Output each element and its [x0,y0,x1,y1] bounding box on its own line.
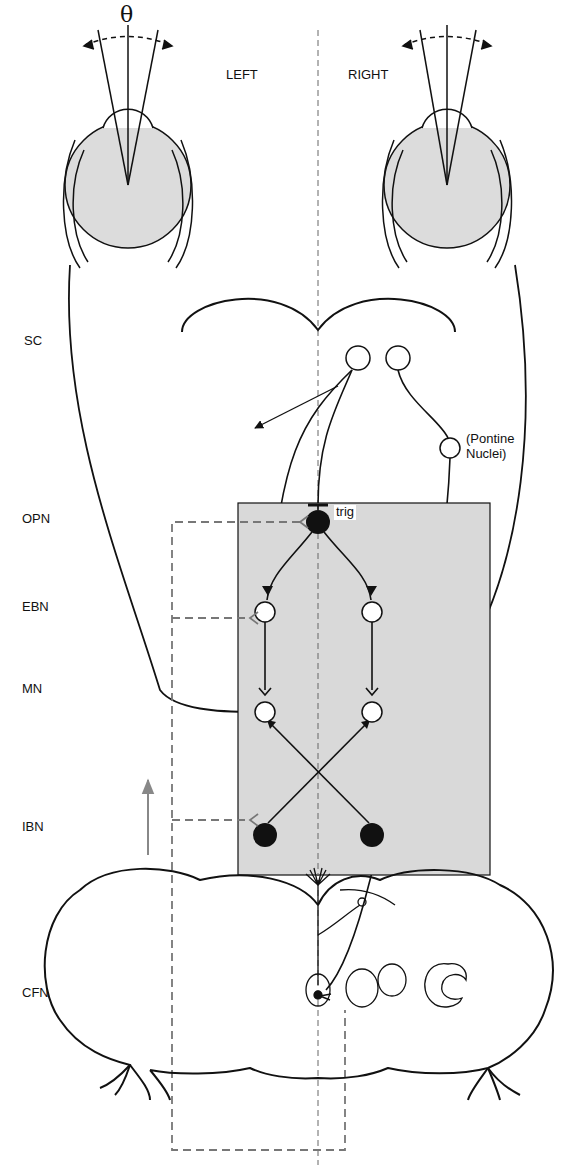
opn-projections [267,532,371,600]
mn-neuron [255,702,275,722]
purkinje-cell [306,868,466,1007]
sc-neuron [346,346,370,370]
oculomotor-nerve-left [69,265,255,712]
flow-arrow [147,780,149,855]
signal-label: trig [334,505,356,520]
angle-symbol: θ [120,2,133,27]
cfn-output-dashed [172,522,345,1150]
side-label: RIGHT [348,68,388,83]
cerebellum-outline [45,869,553,1100]
region-label: CFN [22,986,49,1001]
right-eye [383,25,512,268]
region-label: IBN [22,820,44,835]
pontine-neuron [440,438,460,458]
opn-neuron [306,510,330,534]
ibn-neuron [253,823,277,847]
region-label: (Pontine Nuclei) [466,432,530,462]
sc-neuron [386,346,410,370]
brainstem-box [238,503,490,875]
region-label: EBN [22,600,49,615]
ebn-to-mn [259,622,378,695]
ibn-to-mn [268,722,369,823]
sc-axon-pontine [398,370,448,438]
superior-colliculus [182,299,455,332]
ebn-neuron [362,602,382,622]
dashed-terminals [250,516,308,826]
left-eye [64,25,193,268]
region-label: SC [24,334,42,349]
direction-arrow [255,386,338,428]
mn-neuron [362,702,382,722]
side-label: LEFT [226,68,258,83]
sc-axon-opn [318,370,352,505]
region-label: OPN [22,512,50,527]
region-label: MN [22,682,42,697]
ibn-neuron [360,823,384,847]
